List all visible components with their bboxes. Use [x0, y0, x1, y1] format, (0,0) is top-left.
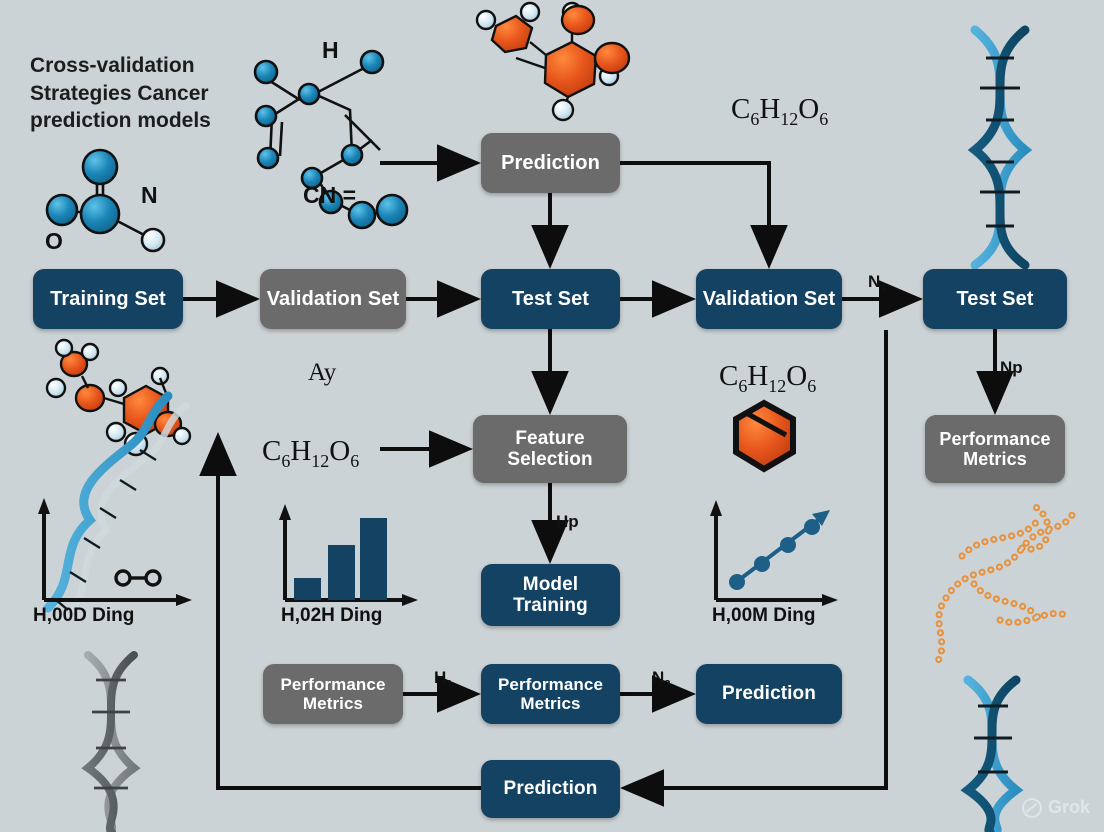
- node-prediction-top[interactable]: Prediction: [481, 133, 620, 193]
- node-training-set[interactable]: Training Set: [33, 269, 183, 329]
- molecule-orange-top: [475, 1, 631, 122]
- node-label: Prediction: [501, 151, 600, 174]
- edge-label-n2: N2: [652, 668, 671, 690]
- node-label: Prediction: [503, 778, 598, 800]
- node-feature-selection[interactable]: Feature Selection: [473, 415, 627, 483]
- node-label: Model Training: [513, 573, 588, 616]
- edge-label-text: N: [868, 272, 881, 291]
- chart-label-line: H,00M Ding: [712, 605, 816, 626]
- node-label: Test Set: [956, 287, 1034, 310]
- edge-label-n1: N1: [868, 272, 887, 294]
- edge-label-text: N: [652, 668, 665, 687]
- node-validation-set-1[interactable]: Validation Set: [260, 269, 406, 329]
- node-label: Performance Metrics: [280, 674, 386, 713]
- grok-logo-icon: [1021, 797, 1042, 818]
- edge-label-hp: Hp: [556, 512, 579, 532]
- chart-label-dna-scatter: H,00D Ding: [33, 605, 135, 626]
- dna-helix-blue-left: [43, 391, 190, 622]
- node-label: Validation Set: [266, 287, 400, 310]
- atom-label-o: O: [45, 228, 63, 254]
- hexagon-orange: [733, 399, 796, 473]
- formula-mid-right: C6H12O6: [719, 360, 817, 396]
- edge-label-sub: 2: [664, 678, 671, 691]
- chart-dna-scatter: [38, 498, 192, 606]
- edge-label-np: Np: [1000, 358, 1023, 378]
- watermark-text: Grok: [1047, 797, 1090, 817]
- dna-helix-blue-bottomright: [960, 675, 1024, 832]
- node-performance-metrics-right[interactable]: Performance Metrics: [925, 415, 1065, 483]
- edge-label-text: H: [434, 668, 447, 687]
- node-test-set-2[interactable]: Test Set: [923, 269, 1067, 329]
- edge-label-text: Hp: [556, 512, 579, 531]
- node-validation-set-2[interactable]: Validation Set: [696, 269, 842, 329]
- atom-label-cn: CN =: [303, 182, 357, 208]
- arrow-prediction-to-validationset2: [620, 161, 788, 269]
- edge-label-sub: 1: [446, 678, 453, 691]
- dna-helix-gray-left: [81, 651, 141, 832]
- chart-line: [710, 500, 838, 606]
- node-label: Feature Selection: [507, 427, 593, 470]
- node-label: Validation Set: [702, 287, 836, 310]
- node-label: Performance Metrics: [497, 674, 604, 713]
- formula-mid-left: C6H12O6: [262, 435, 360, 471]
- protein-chain-orange: [932, 502, 1078, 668]
- molecule-orange-left: [45, 338, 192, 457]
- node-label: Performance Metrics: [939, 428, 1051, 469]
- page-title: Cross-validation Strategies Cancer predi…: [30, 54, 211, 133]
- chart-bar: [279, 504, 418, 606]
- node-performance-metrics-1[interactable]: Performance Metrics: [263, 664, 403, 724]
- node-test-set-1[interactable]: Test Set: [481, 269, 620, 329]
- edge-label-text: Np: [1000, 358, 1023, 377]
- watermark: Grok: [1021, 797, 1090, 818]
- node-label: Training Set: [50, 287, 166, 310]
- node-model-training[interactable]: Model Training: [481, 564, 620, 626]
- node-performance-metrics-2[interactable]: Performance Metrics: [481, 664, 620, 724]
- atom-label-n: N: [141, 182, 158, 208]
- dna-helix-blue-topright: [967, 25, 1033, 270]
- edge-label-sub: 1: [880, 282, 887, 295]
- label-ay: Ay: [308, 359, 337, 386]
- formula-top-right: C6H12O6: [731, 93, 829, 129]
- node-label: Prediction: [722, 683, 816, 705]
- chart-label-bar: H,02H Ding: [281, 605, 383, 626]
- atom-label-h: H: [322, 37, 339, 63]
- node-prediction-mid[interactable]: Prediction: [696, 664, 842, 724]
- node-label: Test Set: [511, 287, 590, 310]
- edge-label-h1: H1: [434, 668, 453, 690]
- node-prediction-bottom[interactable]: Prediction: [481, 760, 620, 818]
